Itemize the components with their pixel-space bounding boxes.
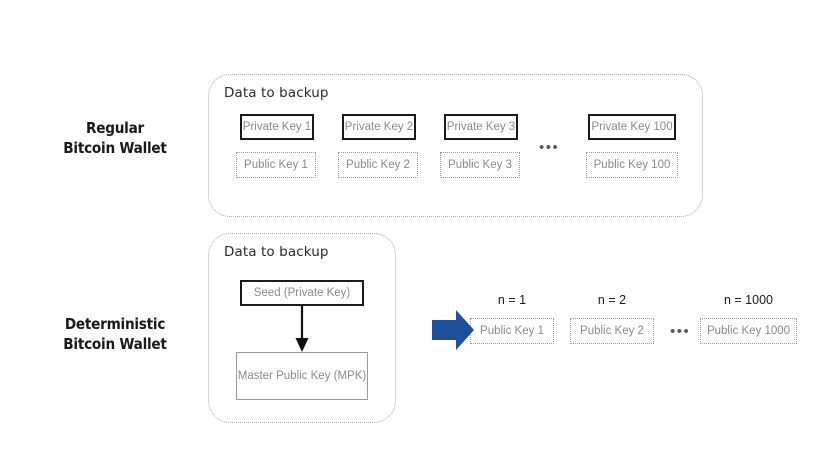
public-key-box-100: Public Key 100 bbox=[586, 152, 678, 178]
panel-title-regular: Data to backup bbox=[224, 85, 329, 101]
ellipsis-regular-keys: ••• bbox=[539, 139, 560, 156]
panel-title-deterministic: Data to backup bbox=[224, 244, 329, 260]
seed-private-key-box: Seed (Private Key) bbox=[240, 280, 364, 306]
private-key-box-100: Private Key 100 bbox=[588, 114, 676, 140]
derivation-index-label-1000: n = 1000 bbox=[723, 293, 773, 307]
row-label-deterministic-line2: Bitcoin Wallet bbox=[63, 335, 167, 353]
row-label-deterministic-wallet: Deterministic Bitcoin Wallet bbox=[33, 314, 197, 354]
panel-deterministic-backup bbox=[208, 233, 396, 423]
private-key-box-1: Private Key 1 bbox=[240, 114, 314, 140]
derivation-index-label-1: n = 1 bbox=[497, 293, 527, 307]
derived-public-key-box-1000: Public Key 1000 bbox=[700, 318, 797, 344]
ellipsis-derived-keys: ••• bbox=[670, 323, 691, 340]
derivation-blue-arrow-icon bbox=[432, 310, 474, 350]
derived-public-key-box-2: Public Key 2 bbox=[570, 318, 654, 344]
master-public-key-box: Master Public Key (MPK) bbox=[236, 352, 368, 400]
public-key-box-2: Public Key 2 bbox=[338, 152, 418, 178]
row-label-deterministic-line1: Deterministic bbox=[64, 315, 166, 333]
panel-regular-backup bbox=[208, 74, 703, 217]
derived-public-key-box-1: Public Key 1 bbox=[470, 318, 554, 344]
private-key-box-2: Private Key 2 bbox=[342, 114, 416, 140]
public-key-box-3: Public Key 3 bbox=[440, 152, 520, 178]
private-key-box-3: Private Key 3 bbox=[444, 114, 518, 140]
row-label-regular-line1: Regular bbox=[86, 119, 144, 137]
public-key-box-1: Public Key 1 bbox=[236, 152, 316, 178]
derivation-index-label-2: n = 2 bbox=[597, 293, 627, 307]
row-label-regular-line2: Bitcoin Wallet bbox=[63, 139, 167, 157]
row-label-regular-wallet: Regular Bitcoin Wallet bbox=[40, 118, 190, 158]
